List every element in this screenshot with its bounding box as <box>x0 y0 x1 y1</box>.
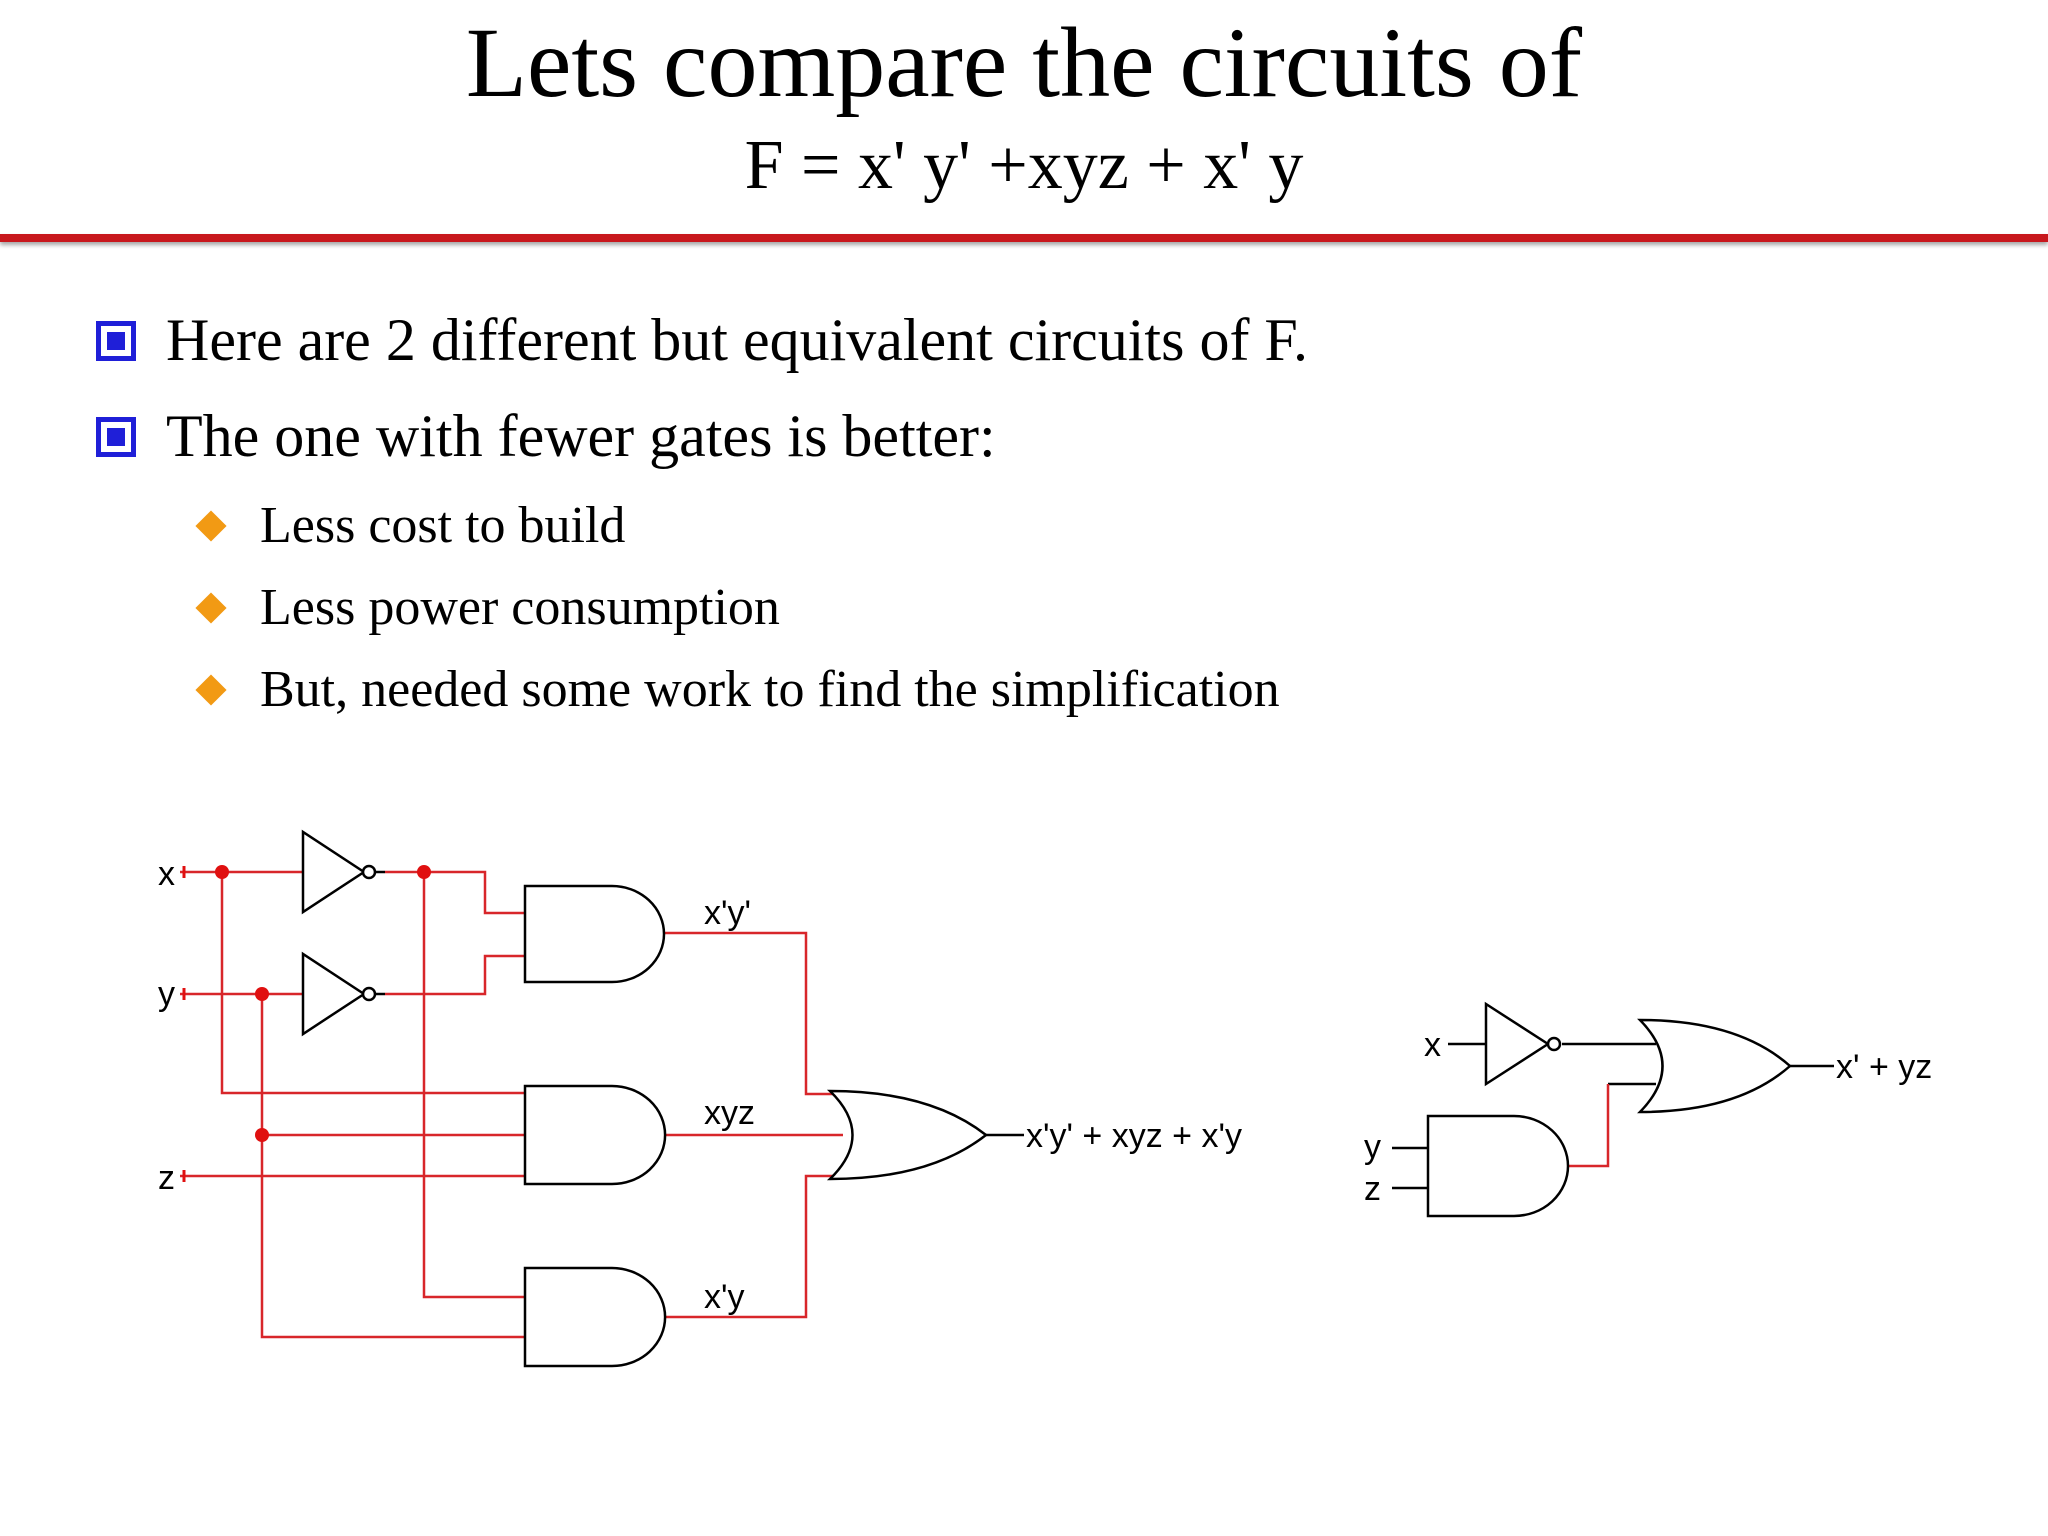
square-bullet-icon <box>96 416 136 457</box>
and-gate-xyz <box>523 1084 667 1186</box>
sub-bullet-text: Less power consumption <box>260 579 780 636</box>
title-divider <box>0 234 2048 242</box>
not-gate-x-circuit-2 <box>1484 1001 1551 1087</box>
not-gate-x-bubble <box>361 864 377 880</box>
circuit-2: x y z x' + yz <box>1364 1001 1932 1218</box>
sub-bullet-text: But, needed some work to find the simpli… <box>260 661 1280 718</box>
bullet-item: Here are 2 different but equivalent circ… <box>96 306 1308 375</box>
sub-bullet-item: But, needed some work to find the simpli… <box>195 660 1280 719</box>
circuit-1-wires <box>180 870 843 1339</box>
and-gate-yz <box>1426 1114 1570 1218</box>
input-label-y: y <box>158 975 175 1013</box>
or-gate-circuit-2 <box>1637 1018 1792 1114</box>
term-label-xyz: xyz <box>704 1094 755 1132</box>
circuit-1-gate-leads <box>374 870 1024 1137</box>
slide-title: Lets compare the circuits of <box>465 7 1583 118</box>
term-label-xy-prime: x'y' <box>704 894 751 932</box>
input-label-z-circuit-2: z <box>1364 1170 1381 1208</box>
square-bullet-icon <box>96 320 136 361</box>
sub-bullet-item: Less cost to build <box>195 496 626 555</box>
output-label-circuit-1: x'y' + xyz + x'y <box>1026 1117 1242 1155</box>
bullet-text: Here are 2 different but equivalent circ… <box>166 307 1308 373</box>
input-label-x: x <box>158 855 175 893</box>
sub-bullet-item: Less power consumption <box>195 578 780 637</box>
circuit-2-red-wire <box>1568 1084 1610 1168</box>
and-gate-xy-prime <box>523 884 666 984</box>
term-label-x-prime-y: x'y <box>704 1278 745 1316</box>
circuit-1-junctions <box>215 865 431 1142</box>
circuit-2-wires <box>1392 1042 1834 1190</box>
not-gate-x <box>301 829 367 915</box>
input-label-x-circuit-2: x <box>1424 1026 1441 1064</box>
bullet-item: The one with fewer gates is better: <box>96 402 996 471</box>
input-label-z: z <box>158 1159 175 1197</box>
not-gate-x-circuit-2-bubble <box>1546 1036 1562 1052</box>
and-gate-x-prime-y <box>523 1266 667 1368</box>
bullet-text: The one with fewer gates is better: <box>166 403 996 469</box>
not-gate-y-bubble <box>361 986 377 1002</box>
output-label-circuit-2: x' + yz <box>1836 1048 1932 1086</box>
or-gate-circuit-1 <box>826 1089 989 1181</box>
sub-bullet-text: Less cost to build <box>260 497 626 554</box>
circuit-1: x y z x'y' xyz x'y x'y' + xyz + x'y <box>158 829 1242 1368</box>
slide-subtitle: F = x' y' +xyz + x' y <box>744 127 1304 204</box>
not-gate-y <box>301 951 367 1037</box>
input-label-y-circuit-2: y <box>1364 1128 1381 1166</box>
